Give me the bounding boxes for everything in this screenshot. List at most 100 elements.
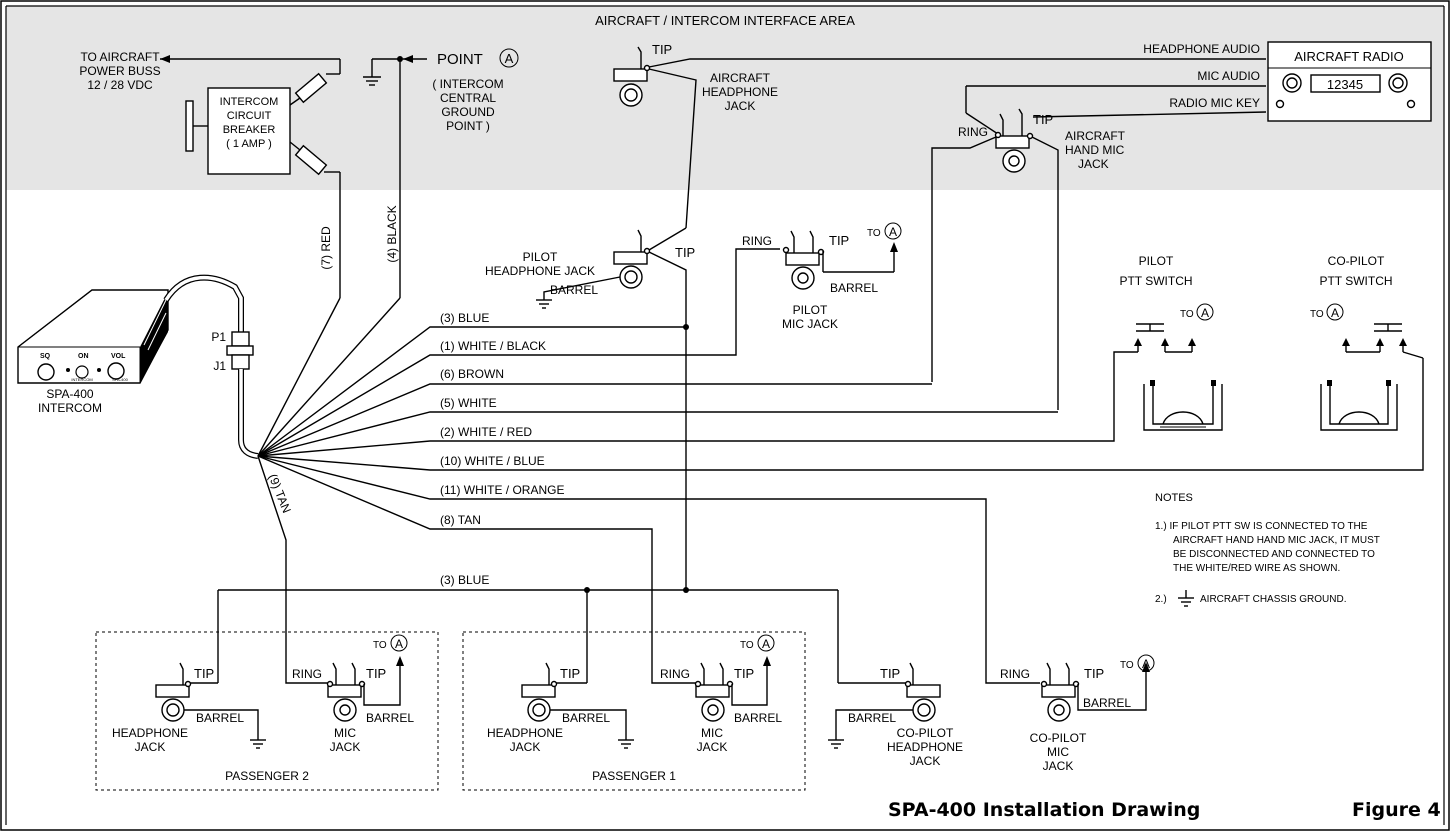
copilot-mic-barrel: BARREL xyxy=(1083,696,1131,710)
chassis-ground-icon xyxy=(363,58,400,86)
p2-mic-line1: MIC xyxy=(334,726,356,740)
pilot-ptt-line1: PILOT xyxy=(1139,254,1174,268)
p2-label: PASSENGER 2 xyxy=(225,769,309,783)
copilot-mic-line1: CO-PILOT xyxy=(1030,731,1087,745)
radio-display: 12345 xyxy=(1327,77,1363,92)
aircraft-handmic-line1: AIRCRAFT xyxy=(1065,129,1126,143)
p1-mic-line2: JACK xyxy=(697,740,728,754)
wire-white-black: (1) WHITE / BLACK xyxy=(440,339,546,353)
wire-red: (7) RED xyxy=(319,226,333,270)
p2-to: TO xyxy=(373,640,387,651)
p2-mic-tip: TIP xyxy=(366,666,386,681)
pilot-hp-barrel: BARREL xyxy=(550,283,598,297)
pilot-hp-line2: HEADPHONE JACK xyxy=(485,264,595,278)
connector-p1 xyxy=(231,331,250,347)
headphone-audio-label: HEADPHONE AUDIO xyxy=(1143,42,1260,56)
point-a-desc3: GROUND xyxy=(441,105,495,119)
p2-mic-barrel: BARREL xyxy=(366,711,414,725)
copilot-ptt-to: TO xyxy=(1310,309,1324,320)
radio-mic-key-label: RADIO MIC KEY xyxy=(1169,96,1260,110)
connector-p1-label: P1 xyxy=(211,330,226,344)
wire-tan-8: (8) TAN xyxy=(440,513,481,527)
copilot-hp-barrel: BARREL xyxy=(848,711,896,725)
p1-to: TO xyxy=(740,640,754,651)
aircraft-handmic-line3: JACK xyxy=(1078,157,1109,171)
copilot-hp-line2: HEADPHONE xyxy=(887,740,963,754)
copilot-mic-to: TO xyxy=(1120,660,1134,671)
p1-mic-ring: RING xyxy=(660,667,690,681)
note1-line2: AIRCRAFT HAND HAND MIC JACK, IT MUST xyxy=(1173,535,1380,546)
intercom-name1: SPA-400 xyxy=(46,387,93,401)
chassis-ground-icon xyxy=(1178,590,1194,607)
wire-blue-bus: (3) BLUE xyxy=(440,573,489,587)
aircraft-handmic-line2: HAND MIC xyxy=(1065,143,1125,157)
sq-knob-icon xyxy=(37,363,55,381)
copilot-mic-tip: TIP xyxy=(1084,666,1104,681)
wire-white-blue: (10) WHITE / BLUE xyxy=(440,454,545,468)
aircraft-hp-line1: AIRCRAFT xyxy=(710,71,771,85)
p2-hp-line2: JACK xyxy=(135,740,166,754)
point-a-desc1: ( INTERCOM xyxy=(432,77,503,91)
p2-mic-line2: JACK xyxy=(330,740,361,754)
p2-hp-line1: HEADPHONE xyxy=(112,726,188,740)
pilot-hp-tip: TIP xyxy=(675,245,695,260)
point-a-desc2: CENTRAL xyxy=(440,91,496,105)
p1-label: PASSENGER 1 xyxy=(592,769,676,783)
connector-j1 xyxy=(231,354,250,370)
pilot-mic-line1: PILOT xyxy=(793,303,828,317)
breaker-line4: ( 1 AMP ) xyxy=(226,138,272,150)
notes-title: NOTES xyxy=(1155,492,1193,504)
p1-mic-line1: MIC xyxy=(701,726,723,740)
interface-area-label: AIRCRAFT / INTERCOM INTERFACE AREA xyxy=(595,13,855,28)
notes: NOTES 1.) IF PILOT PTT SW IS CONNECTED T… xyxy=(1155,492,1380,607)
note1-line3: BE DISCONNECTED AND CONNECTED TO xyxy=(1173,549,1375,560)
pilot-ptt-switch: PILOT PTT SWITCH TO A xyxy=(1119,254,1223,431)
sq-knob-label: SQ xyxy=(40,353,51,360)
aircraft-hp-tip: TIP xyxy=(652,42,672,57)
wire-white: (5) WHITE xyxy=(440,396,497,410)
p2-mic-ring: RING xyxy=(292,667,322,681)
pilot-mic-a: A xyxy=(889,225,897,239)
p1-hp-line2: JACK xyxy=(510,740,541,754)
aircraft-hand-mic-jack: TIP RING AIRCRAFT HAND MIC JACK xyxy=(931,108,1126,410)
pilot-mic-line2: MIC JACK xyxy=(782,317,838,331)
p1-a: A xyxy=(762,637,770,651)
vol-knob-icon xyxy=(107,362,125,380)
aircraft-hp-line3: JACK xyxy=(725,99,756,113)
copilot-hp-tip: TIP xyxy=(880,666,900,681)
note2-text: AIRCRAFT CHASSIS GROUND. xyxy=(1200,594,1347,605)
copilot-hp-line1: CO-PILOT xyxy=(897,726,954,740)
connector-j1-label: J1 xyxy=(213,359,226,373)
arrow-left-icon xyxy=(160,55,170,63)
pilot-mic-barrel: BARREL xyxy=(830,281,878,295)
point-a-letter: A xyxy=(505,51,514,66)
pilot-mic-to: TO xyxy=(867,228,881,239)
power-buss-line1: TO AIRCRAFT xyxy=(80,50,160,64)
drawing-title: SPA-400 Installation Drawing xyxy=(888,799,1200,821)
aircraft-handmic-tip: TIP xyxy=(1033,112,1053,127)
intercom-name2: INTERCOM xyxy=(38,401,102,415)
wire-white-red: (2) WHITE / RED xyxy=(440,425,532,439)
spa-400-intercom-unit: SQ ON VOL INTERCOM SPA-400 SPA-400 INTER… xyxy=(17,274,259,459)
wire-black: (4) BLACK xyxy=(385,205,399,262)
copilot-ptt-switch: CO-PILOT PTT SWITCH TO A xyxy=(1310,254,1424,431)
aircraft-radio-title: AIRCRAFT RADIO xyxy=(1294,49,1404,64)
pilot-ptt-line2: PTT SWITCH xyxy=(1119,274,1192,288)
pilot-mic-tip: TIP xyxy=(829,233,849,248)
copilot-hp-line3: JACK xyxy=(910,754,941,768)
p2-a: A xyxy=(395,637,403,651)
copilot-headphone-jack: TIP BARREL CO-PILOT HEADPHONE JACK xyxy=(828,662,963,768)
copilot-mic-jack: RING TIP TO A BARREL CO-PILOT MIC JACK xyxy=(1000,654,1155,773)
wire-brown: (6) BROWN xyxy=(440,367,504,381)
aircraft-handmic-ring: RING xyxy=(958,125,988,139)
copilot-mic-ring: RING xyxy=(1000,667,1030,681)
copilot-mic-line2: MIC xyxy=(1047,745,1069,759)
copilot-ptt-line2: PTT SWITCH xyxy=(1319,274,1392,288)
aircraft-hp-line2: HEADPHONE xyxy=(702,85,778,99)
point-a-desc4: POINT ) xyxy=(446,119,490,133)
intercom-brand: INTERCOM xyxy=(71,377,92,382)
breaker-line1: INTERCOM xyxy=(220,96,279,108)
mic-audio-label: MIC AUDIO xyxy=(1197,69,1260,83)
aircraft-headphone-jack: TIP AIRCRAFT HEADPHONE JACK xyxy=(613,42,778,113)
